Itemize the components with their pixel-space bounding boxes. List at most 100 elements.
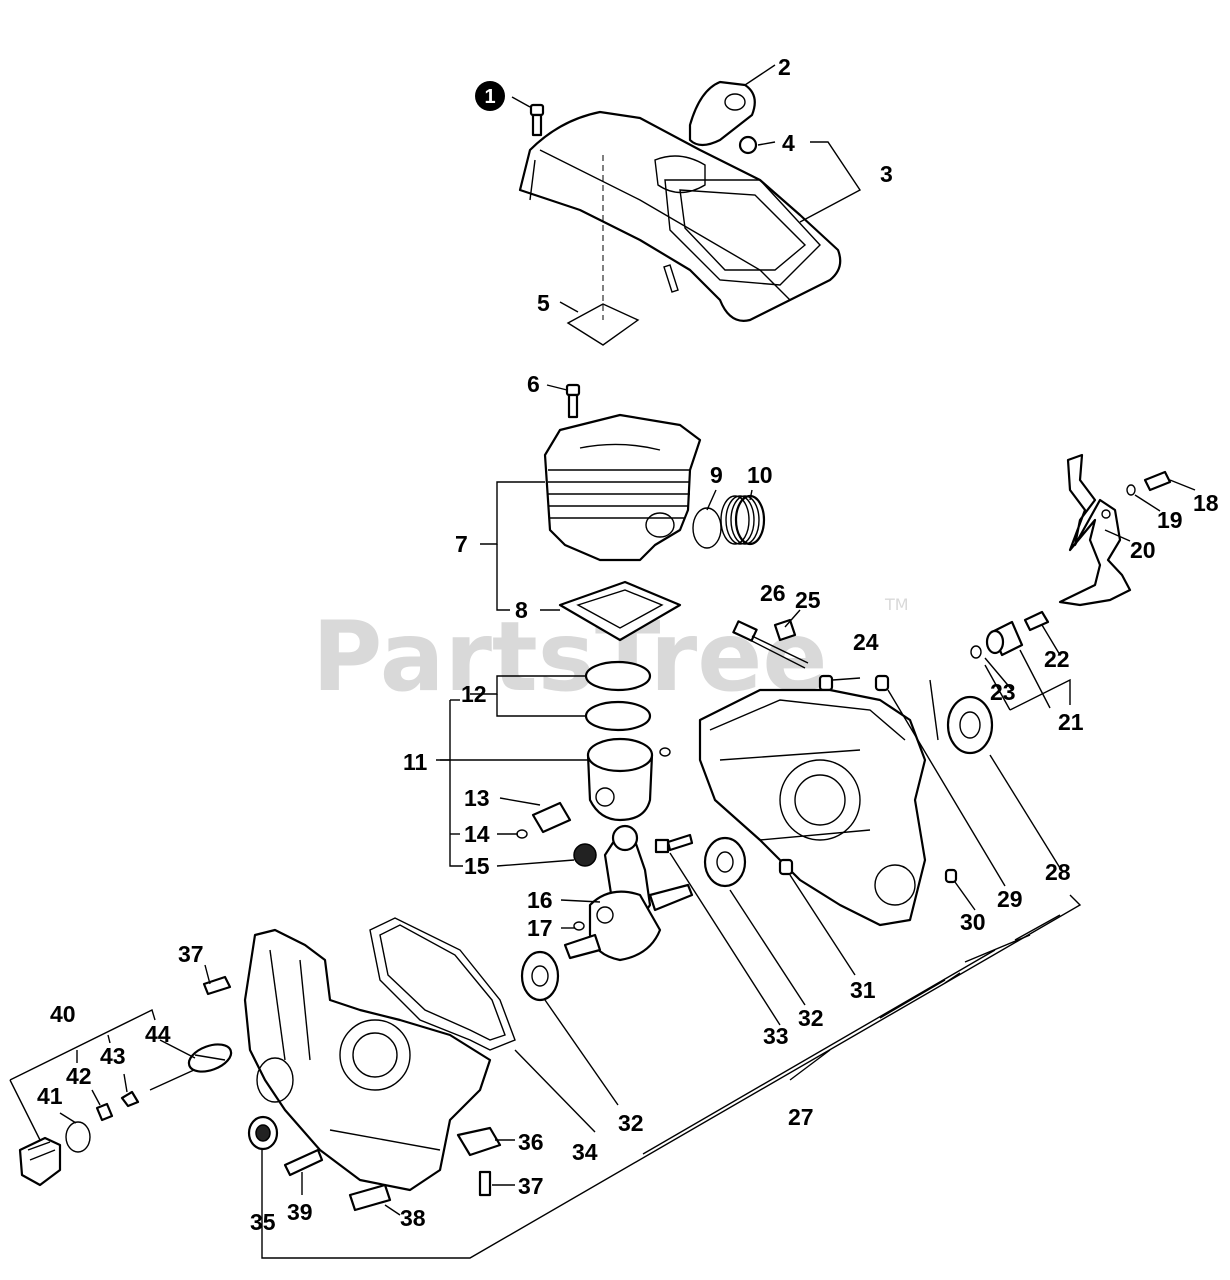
callout-25: 25 — [795, 587, 821, 613]
bolt-part-38 — [348, 1183, 392, 1212]
callout-23: 23 — [990, 679, 1016, 705]
bolt-part-39 — [283, 1148, 324, 1177]
bolt-part-33 — [654, 833, 694, 854]
callout-41: 41 — [37, 1083, 63, 1109]
watermark-tm: TM — [884, 595, 909, 614]
label-sheet-part-5 — [566, 303, 640, 346]
callout-37-upper: 37 — [178, 941, 204, 967]
callouts: 1 2 3 4 5 6 7 8 9 10 11 12 13 14 15 16 1… — [37, 54, 1219, 1235]
callout-29: 29 — [997, 886, 1023, 912]
washer-part-19 — [1126, 484, 1136, 496]
leader-lines — [9, 64, 1196, 1259]
screw-part-37-upper — [202, 975, 232, 996]
callout-33: 33 — [763, 1023, 789, 1049]
screw-part-1 — [529, 103, 545, 137]
gasket-part-34-inner — [379, 924, 506, 1041]
callout-36: 36 — [518, 1129, 544, 1155]
callout-39: 39 — [287, 1199, 313, 1225]
dowel-part-31 — [778, 858, 794, 876]
piston-ring-lower — [584, 700, 652, 732]
pin-part-24 — [818, 674, 834, 692]
screw-part-22 — [1023, 610, 1050, 632]
callout-18: 18 — [1193, 490, 1219, 516]
callout-17: 17 — [527, 915, 553, 941]
needle-bearing-part-15 — [573, 843, 597, 867]
piston-ring-upper — [584, 660, 652, 692]
piston-pin-part-13 — [531, 801, 572, 834]
spacer-part-21 — [985, 620, 1024, 657]
callout-42: 42 — [66, 1063, 92, 1089]
callout-3: 3 — [880, 161, 893, 187]
callout-10: 10 — [747, 462, 773, 488]
screw-part-18 — [1143, 470, 1172, 492]
crankcase-left — [243, 928, 492, 1192]
gasket-part-34 — [369, 917, 516, 1051]
callout-12: 12 — [461, 681, 487, 707]
callout-20: 20 — [1130, 537, 1156, 563]
callout-2: 2 — [778, 54, 791, 80]
gasket-part-8 — [558, 580, 682, 642]
callout-32-left: 32 — [618, 1110, 644, 1136]
spring-part-10 — [720, 494, 766, 546]
callout-40: 40 — [50, 1001, 76, 1027]
callout-38: 38 — [400, 1205, 426, 1231]
washer-part-23 — [970, 645, 982, 659]
bearing-part-32-right — [703, 836, 747, 888]
callout-4: 4 — [782, 130, 795, 156]
callout-19: 19 — [1157, 507, 1183, 533]
callout-9: 9 — [710, 462, 723, 488]
callout-6: 6 — [527, 371, 540, 397]
dowel-part-29 — [874, 674, 890, 692]
bar-stud-part-26 — [732, 620, 809, 669]
screw-part-43 — [120, 1090, 140, 1108]
callout-21: 21 — [1058, 709, 1084, 735]
screw-part-37-lower — [478, 1170, 492, 1197]
clip-upper — [659, 747, 671, 757]
screw-part-6 — [565, 383, 581, 419]
bearing-part-28 — [946, 695, 994, 755]
callout-7: 7 — [455, 531, 468, 557]
callout-1-badge — [475, 81, 505, 111]
callout-13: 13 — [464, 785, 490, 811]
callout-31: 31 — [850, 977, 876, 1003]
callout-30: 30 — [960, 909, 986, 935]
o-ring-part-42 — [65, 1121, 91, 1153]
callout-5: 5 — [537, 290, 550, 316]
callout-26: 26 — [760, 580, 786, 606]
piston — [586, 737, 654, 822]
callout-27: 27 — [788, 1104, 814, 1130]
strainer-part-44 — [149, 1043, 233, 1091]
callout-28: 28 — [1045, 859, 1071, 885]
clip-part-14 — [516, 829, 528, 839]
gasket-inner — [576, 589, 664, 629]
plate-hole — [1101, 509, 1111, 519]
oil-seal-part-35 — [247, 1115, 279, 1151]
callout-16: 16 — [527, 887, 553, 913]
watermark-text: PartsTree — [312, 601, 827, 713]
callout-22: 22 — [1044, 646, 1070, 672]
knob-part-4 — [738, 135, 758, 155]
nut-part-25 — [773, 618, 797, 642]
oil-cap-part-41 — [18, 1136, 62, 1187]
dowel-part-30 — [944, 868, 958, 884]
callout-43: 43 — [100, 1043, 126, 1069]
ring-part-9 — [692, 507, 722, 549]
callout-1: 1 — [484, 86, 495, 108]
callout-8: 8 — [515, 597, 528, 623]
callout-11: 11 — [403, 749, 428, 775]
callout-15: 15 — [464, 853, 490, 879]
key-part-17 — [573, 921, 585, 931]
callout-44: 44 — [145, 1021, 171, 1047]
callout-14: 14 — [464, 821, 490, 847]
bracket-part-36 — [456, 1126, 502, 1157]
crankshaft — [563, 824, 694, 962]
callout-24: 24 — [853, 629, 879, 655]
plate-part-2 — [688, 80, 756, 147]
crankcase-right — [698, 688, 927, 927]
top-cover — [518, 110, 842, 322]
cylinder — [543, 413, 702, 562]
clip-part-42 — [95, 1102, 114, 1122]
callout-32-right: 32 — [798, 1005, 824, 1031]
callout-34: 34 — [572, 1139, 598, 1165]
